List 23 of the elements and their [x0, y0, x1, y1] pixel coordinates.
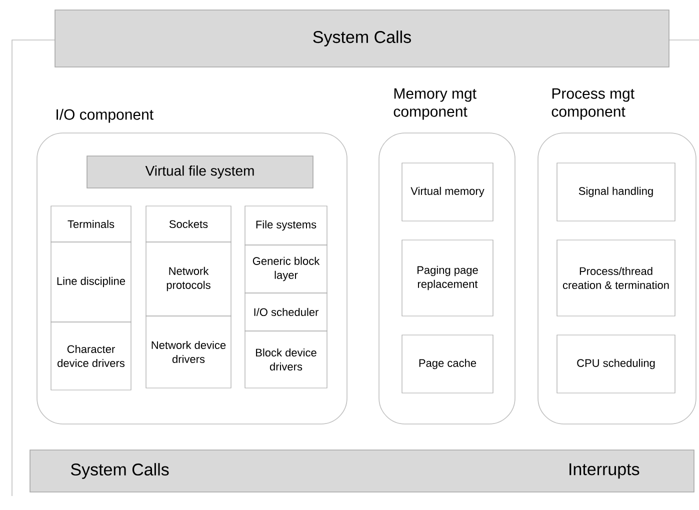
module-box: Process/thread creation & termination	[556, 240, 676, 316]
module-box: Character device drivers	[50, 322, 132, 390]
module-box: File systems	[244, 206, 328, 246]
bar-label: Interrupts	[570, 463, 640, 479]
module-box: Sockets	[146, 206, 232, 242]
module-box: Generic block layer	[244, 244, 328, 294]
panel-heading: I/O component	[56, 108, 154, 123]
header-bar: System Calls	[54, 10, 670, 68]
module-box: Block device drivers	[244, 330, 328, 388]
bar-label: System Calls	[70, 463, 169, 479]
module-box: Paging page replacement	[402, 240, 494, 316]
module-box: Line discipline	[50, 242, 132, 322]
module-box: Virtual memory	[402, 162, 494, 222]
module-box: Terminals	[50, 206, 132, 242]
module-box: I/O scheduler	[244, 292, 328, 332]
module-box: Signal handling	[556, 162, 676, 222]
layer-box: Virtual file system	[86, 156, 314, 188]
module-box: Network device drivers	[146, 316, 232, 388]
module-box: Page cache	[402, 334, 494, 394]
module-box: Network protocols	[146, 242, 232, 316]
module-box: CPU scheduling	[556, 334, 676, 394]
panel-heading: Process mgt component	[552, 88, 634, 120]
panel-heading: Memory mgt component	[394, 88, 476, 120]
